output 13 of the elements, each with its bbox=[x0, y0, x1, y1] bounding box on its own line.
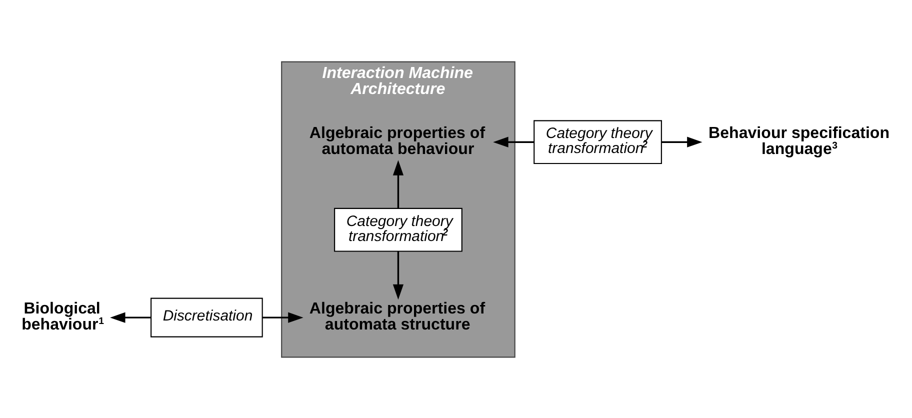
arrow bbox=[662, 136, 702, 147]
node-text: Biological behaviour$^{1}$ bbox=[22, 298, 104, 333]
node-text: Behaviour specification language$^{3}$ bbox=[708, 123, 890, 158]
node-text: Algebraic properties of automata behaviour bbox=[309, 123, 486, 158]
arrow bbox=[110, 312, 151, 322]
arrow bbox=[262, 312, 304, 322]
node-box: Discretisation bbox=[150, 297, 263, 337]
arrow bbox=[392, 250, 404, 300]
arrow bbox=[392, 160, 404, 208]
node-box: Category theory transformation$^{2}$ bbox=[534, 120, 662, 164]
node-text: Algebraic properties of automata structure bbox=[309, 298, 486, 333]
arrow bbox=[493, 136, 534, 147]
node-box: Category theory transformation$^{2}$ bbox=[334, 207, 462, 252]
